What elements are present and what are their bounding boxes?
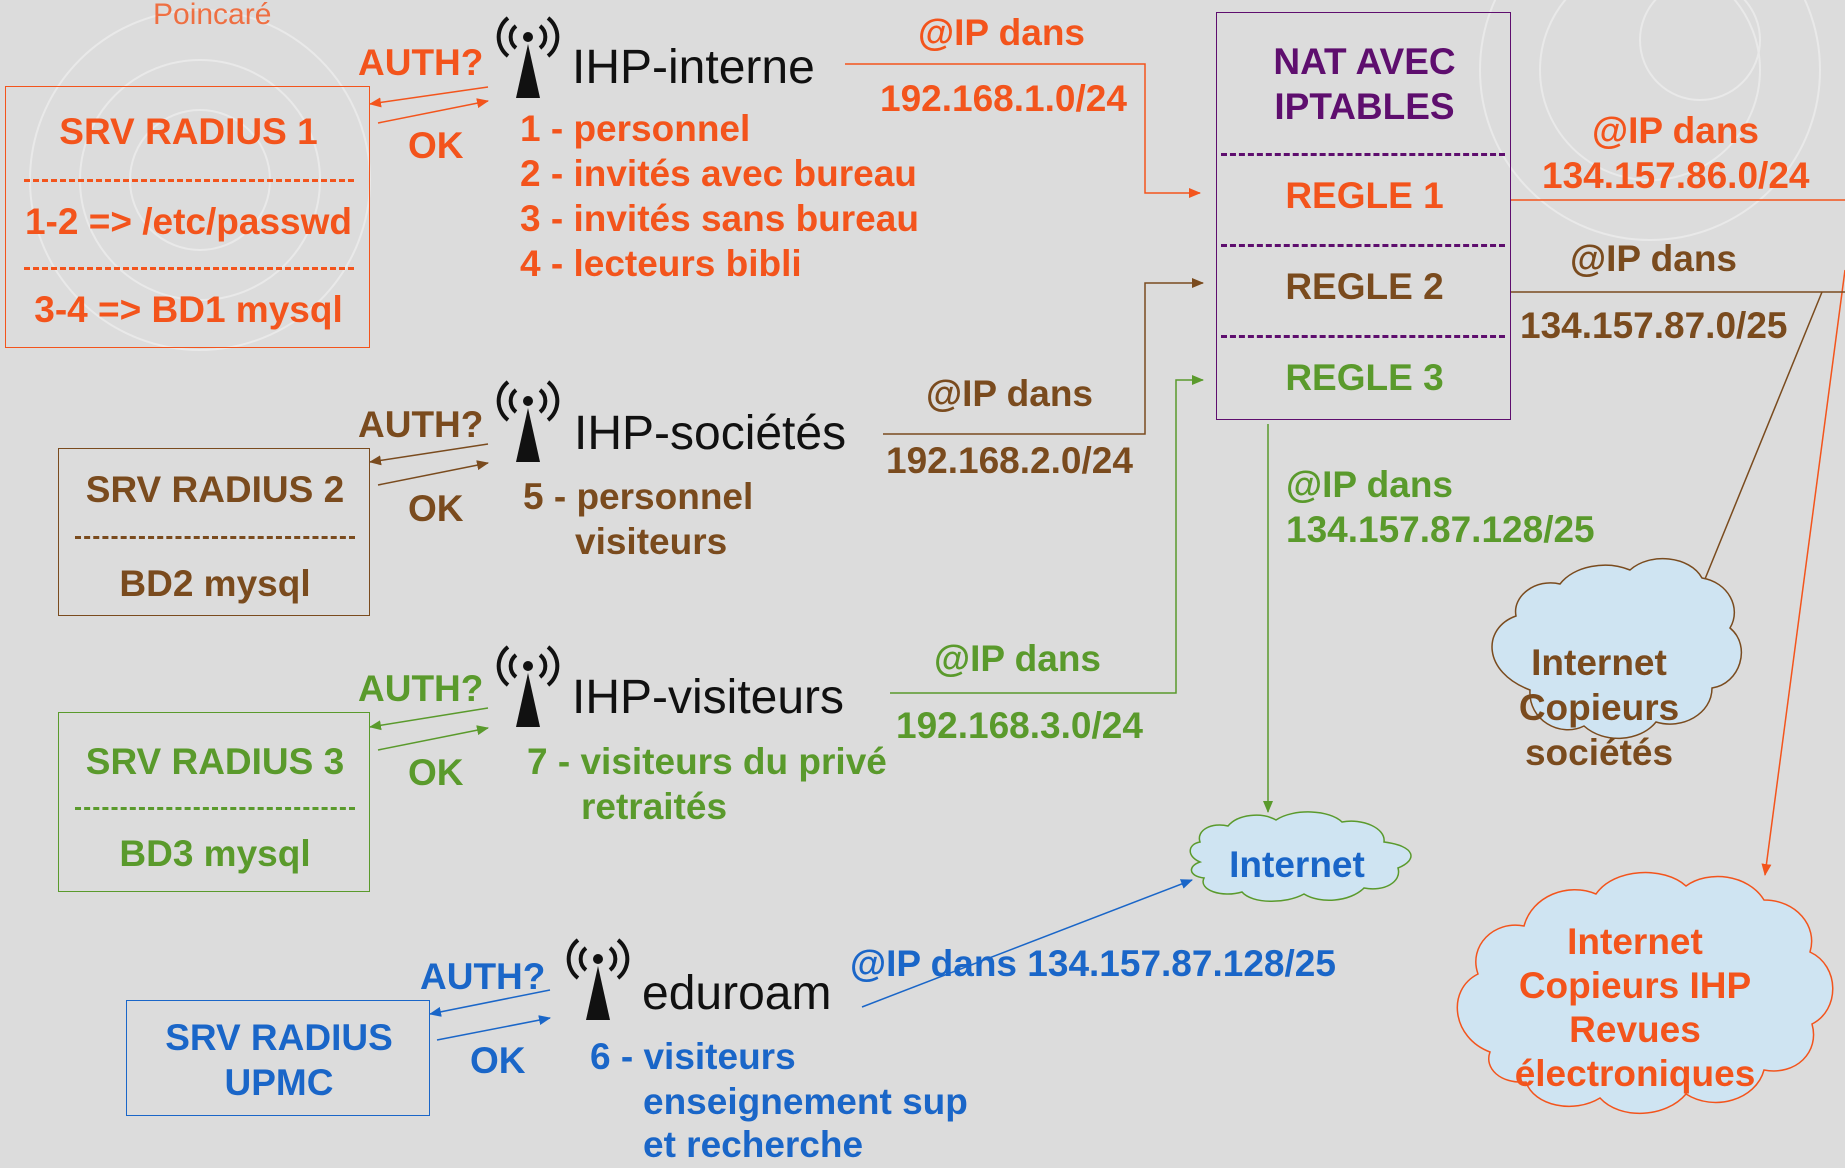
user-category: 1 - personnel: [520, 108, 751, 149]
radius-server-1: SRV RADIUS 1 1-2 => /etc/passwd 3-4 => B…: [5, 86, 370, 348]
cloud-internet: [1189, 811, 1412, 902]
subnet-label: 192.168.3.0/24: [896, 705, 1143, 746]
antenna-icon: [566, 938, 630, 1020]
auth-arrow-2: [369, 443, 489, 466]
user-category: 7 - visiteurs du privé: [527, 741, 887, 782]
nat-title-line1: NAT AVEC: [1273, 41, 1456, 82]
user-category: 3 - invités sans bureau: [520, 198, 919, 239]
antenna-icon: [496, 645, 560, 727]
ip-label: @IP dans: [934, 638, 1102, 679]
subnet-label: 192.168.1.0/24: [880, 78, 1127, 119]
user-category: 2 - invités avec bureau: [520, 153, 917, 194]
cloud-internet-societes: [1491, 557, 1742, 739]
user-category: retraités: [581, 786, 728, 827]
divider: [1221, 153, 1505, 156]
user-category: 6 - visiteurs: [590, 1036, 796, 1077]
nat-rule-3: REGLE 3: [1285, 357, 1444, 398]
nat-rule-1: REGLE 1: [1285, 175, 1444, 216]
out-ip-label: @IP dans: [1570, 238, 1738, 279]
radius-3-line1: BD3 mysql: [119, 833, 311, 874]
out-ip-label: @IP dans: [1592, 110, 1760, 151]
ok-arrow-3: [377, 725, 489, 751]
out-subnet-label: 134.157.87.128/25: [1286, 509, 1595, 550]
user-category: enseignement sup: [643, 1081, 968, 1122]
ip-label: @IP dans: [918, 12, 1086, 53]
nat-rule-2: REGLE 2: [1285, 266, 1444, 307]
auth-arrow-1: [369, 86, 489, 108]
ok-label-3: OK: [408, 752, 464, 793]
link-eduroam-to-internet: [861, 879, 1193, 1008]
auth-label-4: AUTH?: [420, 956, 546, 997]
ok-label-1: OK: [408, 125, 464, 166]
radius-2-title: SRV RADIUS 2: [85, 469, 345, 510]
out-subnet-label: 134.157.86.0/24: [1542, 155, 1810, 196]
antenna-icon: [496, 380, 560, 462]
cloud-societes-line: Internet: [1531, 642, 1667, 683]
cloud-ihp-line: électroniques: [1514, 1053, 1756, 1094]
out-regle2-to-cloud: [1693, 291, 1823, 607]
ok-arrow-4: [436, 1015, 551, 1041]
link-interne-to-nat: [845, 63, 1201, 198]
auth-label-1: AUTH?: [358, 42, 484, 83]
auth-arrow-3: [369, 707, 489, 731]
radius-3-title: SRV RADIUS 3: [85, 741, 345, 782]
radius-server-3: SRV RADIUS 3 BD3 mysql: [58, 712, 370, 892]
ssid-eduroam: eduroam: [642, 967, 832, 1020]
eduroam-ip-label: @IP dans 134.157.87.128/25: [850, 943, 1336, 984]
auth-label-3: AUTH?: [358, 668, 484, 709]
user-category: 5 - personnel: [523, 476, 754, 517]
radius-1-line2: 3-4 => BD1 mysql: [34, 289, 343, 330]
divider: [1221, 244, 1505, 247]
ip-label: @IP dans: [926, 373, 1094, 414]
cloud-societes-line: sociétés: [1524, 732, 1674, 773]
out-subnet-label: 134.157.87.0/25: [1520, 305, 1788, 346]
user-category: 4 - lecteurs bibli: [520, 243, 802, 284]
out-regle1-to-cloud: [1761, 269, 1845, 876]
radius-upmc-title-line2: UPMC: [224, 1062, 334, 1103]
radius-2-line1: BD2 mysql: [119, 563, 311, 604]
cloud-internet-ihp: [1456, 871, 1834, 1115]
nat-title-line2: IPTABLES: [1274, 86, 1455, 127]
ssid-ihp-interne: IHP-interne: [572, 41, 815, 94]
radius-server-upmc: SRV RADIUS UPMC: [126, 1000, 430, 1116]
divider: [75, 807, 355, 810]
nat-iptables-box: NAT AVEC IPTABLES REGLE 1 REGLE 2 REGLE …: [1216, 12, 1511, 420]
ok-arrow-2: [377, 460, 489, 486]
cloud-internet-line: Internet: [1229, 844, 1365, 885]
user-category: et recherche: [643, 1124, 864, 1165]
watermark-text: Poincaré: [153, 0, 272, 31]
radius-server-2: SRV RADIUS 2 BD2 mysql: [58, 448, 370, 616]
auth-arrow-4: [429, 989, 551, 1017]
divider: [24, 267, 354, 270]
subnet-label: 192.168.2.0/24: [886, 440, 1133, 481]
cloud-societes-line: Copieurs: [1518, 687, 1680, 728]
divider: [1221, 335, 1505, 338]
cloud-ihp-line: Copieurs IHP: [1518, 965, 1752, 1006]
ok-label-2: OK: [408, 488, 464, 529]
user-category: visiteurs: [575, 521, 728, 562]
ok-arrow-1: [377, 98, 489, 124]
ssid-ihp-visiteurs: IHP-visiteurs: [572, 671, 845, 724]
cloud-ihp-line: Revues: [1569, 1009, 1701, 1050]
link-visiteurs-to-nat: [890, 375, 1204, 694]
ok-label-4: OK: [470, 1040, 526, 1081]
out-ip-label: @IP dans: [1286, 464, 1454, 505]
cloud-ihp-line: Internet: [1567, 921, 1703, 962]
auth-label-2: AUTH?: [358, 404, 484, 445]
link-societes-to-nat: [883, 278, 1204, 435]
divider: [24, 179, 354, 182]
divider: [75, 536, 355, 539]
radius-upmc-title-line1: SRV RADIUS: [165, 1017, 393, 1058]
ssid-ihp-societes: IHP-sociétés: [574, 407, 847, 460]
radius-1-title: SRV RADIUS 1: [59, 111, 318, 152]
radius-1-line1: 1-2 => /etc/passwd: [24, 201, 352, 242]
antenna-icon: [496, 16, 560, 98]
